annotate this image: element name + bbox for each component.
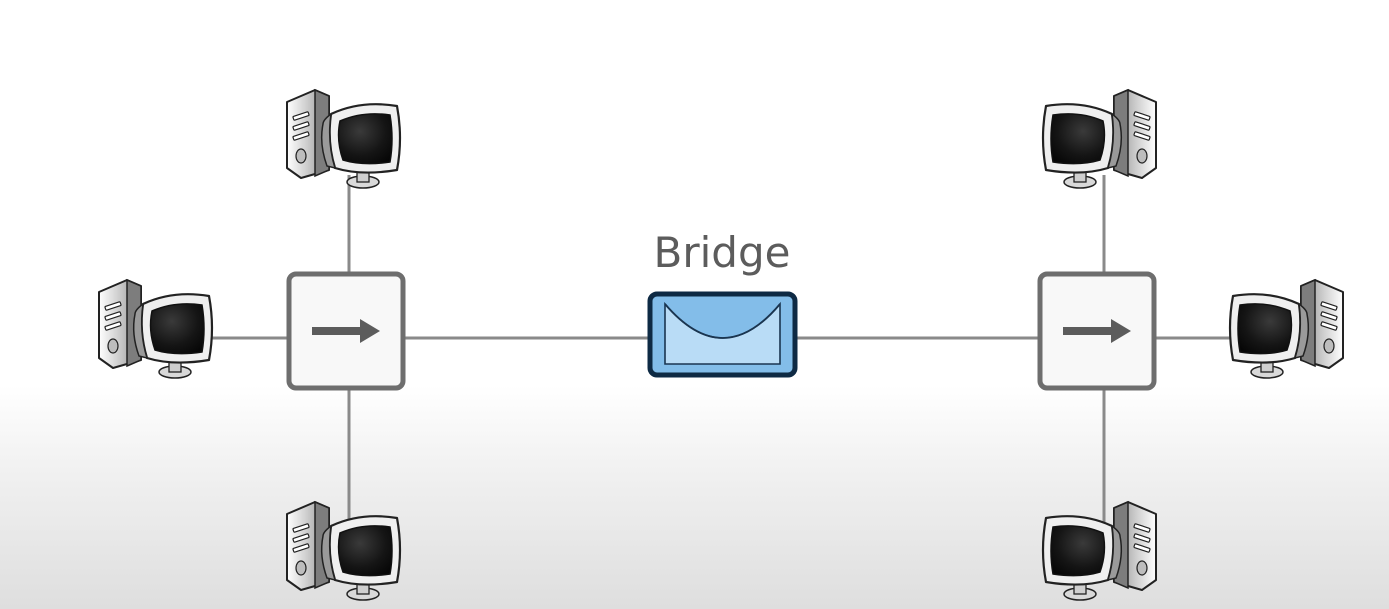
connection-lines	[212, 175, 1232, 525]
computer-icon-right-right	[1228, 278, 1345, 380]
computer-icon-left-bottom	[285, 500, 402, 602]
bridge-icon	[647, 291, 798, 378]
computer-icon-left-top	[285, 88, 402, 190]
computer-icon-right-bottom	[1041, 500, 1158, 602]
right-switch	[1040, 274, 1154, 388]
bridge-label: Bridge	[653, 228, 791, 277]
left-switch	[289, 274, 403, 388]
computer-icon-right-top	[1041, 88, 1158, 190]
computer-icon-left-left	[97, 278, 214, 380]
